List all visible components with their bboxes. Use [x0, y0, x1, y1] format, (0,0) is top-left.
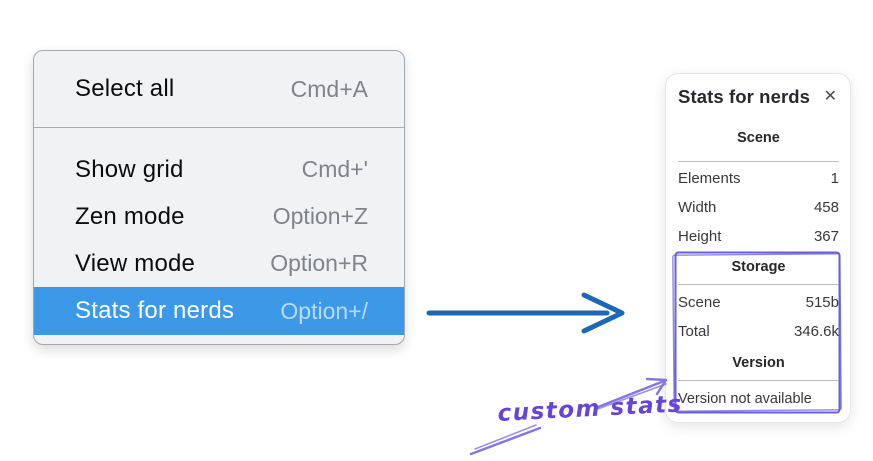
- menu-item-shortcut: Cmd+': [301, 156, 368, 182]
- stat-value: 458: [813, 199, 839, 216]
- context-menu: Select all Cmd+A Show grid Cmd+' Zen mod…: [33, 50, 405, 345]
- stat-value: 515b: [805, 294, 839, 311]
- stats-panel-header: Stats for nerds ✕: [678, 86, 839, 108]
- menu-separator: [34, 127, 404, 128]
- section-divider: [678, 161, 839, 162]
- menu-item-select-all[interactable]: Select all Cmd+A: [34, 51, 404, 127]
- stat-row-total-size: Total 346.6k: [678, 321, 839, 343]
- version-note: Version not available: [678, 391, 812, 407]
- stats-panel: Stats for nerds ✕ Scene Elements 1 Width…: [665, 73, 851, 423]
- stat-row-elements: Elements 1: [678, 168, 839, 190]
- close-icon[interactable]: ✕: [823, 88, 837, 105]
- section-divider: [678, 380, 839, 381]
- stat-label: Scene: [678, 294, 721, 311]
- stat-value: 346.6k: [793, 323, 839, 340]
- stat-label: Total: [678, 323, 710, 340]
- stat-row-height: Height 367: [678, 226, 839, 248]
- menu-item-show-grid[interactable]: Show grid Cmd+': [34, 146, 404, 193]
- menu-item-label: Stats for nerds: [75, 297, 235, 324]
- section-title-storage: Storage: [731, 259, 786, 275]
- flow-arrow: [426, 292, 625, 334]
- menu-item-shortcut: Option+/: [280, 297, 368, 324]
- menu-item-label: Select all: [75, 75, 175, 102]
- section-divider: [678, 284, 839, 285]
- stat-label: Width: [678, 199, 717, 216]
- menu-item-view-mode[interactable]: View mode Option+R: [34, 240, 404, 287]
- stat-label: Elements: [678, 170, 741, 187]
- stat-label: Height: [678, 228, 722, 245]
- menu-group: Show grid Cmd+' Zen mode Option+Z View m…: [34, 128, 404, 344]
- menu-item-shortcut: Cmd+A: [290, 75, 368, 102]
- annotation-text: custom stats: [497, 391, 683, 427]
- menu-item-zen-mode[interactable]: Zen mode Option+Z: [34, 193, 404, 240]
- stat-row-scene-size: Scene 515b: [678, 292, 839, 314]
- section-title-version: Version: [732, 355, 785, 371]
- menu-item-label: View mode: [75, 249, 196, 277]
- menu-item-label: Show grid: [75, 155, 184, 183]
- annotation-arrow: [469, 377, 668, 456]
- stat-value: 367: [813, 228, 839, 245]
- stat-row-width: Width 458: [678, 197, 839, 219]
- menu-item-shortcut: Option+Z: [272, 203, 368, 229]
- section-title-scene: Scene: [737, 130, 780, 146]
- stat-value: 1: [830, 170, 839, 187]
- menu-item-label: Zen mode: [75, 202, 185, 230]
- stats-panel-title: Stats for nerds: [678, 86, 811, 107]
- menu-item-stats-for-nerds[interactable]: Stats for nerds Option+/: [34, 287, 404, 335]
- menu-item-shortcut: Option+R: [270, 250, 368, 276]
